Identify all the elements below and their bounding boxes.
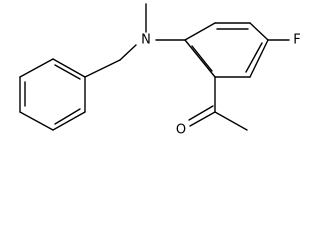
bond	[84, 59, 121, 78]
double-bond-inner	[54, 64, 81, 80]
fluorophenyl-ring	[184, 22, 290, 78]
bond	[119, 44, 137, 61]
carbonyl-bond-inner	[188, 105, 214, 121]
carbonyl-bond	[189, 111, 216, 127]
acetyl-group	[188, 76, 248, 131]
amine-branch	[84, 3, 186, 78]
oxygen-label: O	[176, 123, 186, 138]
molecule-drawing: N F O	[19, 3, 301, 138]
methyl-bond	[214, 111, 248, 131]
double-bond-inner	[245, 42, 263, 73]
bond	[19, 111, 54, 131]
bond	[52, 111, 86, 131]
double-bond-inner	[191, 45, 213, 72]
bond	[52, 58, 86, 78]
fluorine-label: F	[293, 33, 300, 48]
bond	[249, 39, 269, 78]
bond	[249, 22, 269, 41]
benzyl-phenyl-ring	[19, 58, 86, 131]
bond	[184, 39, 216, 78]
atom-labels: N F O	[141, 33, 301, 138]
double-bond-inner	[54, 108, 81, 125]
bond	[184, 22, 216, 41]
nitrogen-label: N	[141, 33, 151, 48]
bond	[19, 58, 54, 78]
structure-diagram: N F O	[19, 3, 301, 138]
